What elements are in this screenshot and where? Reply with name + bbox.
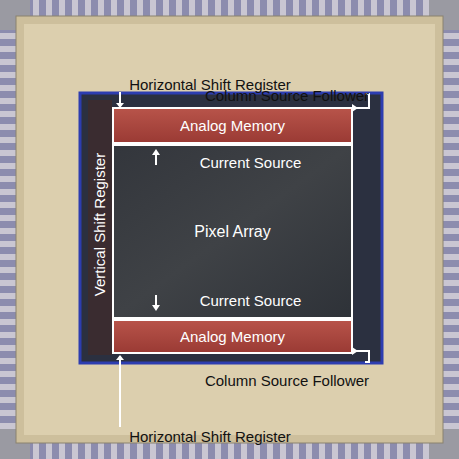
analog-memory-band: Analog Memory [113, 320, 352, 353]
block-label: Analog Memory [180, 117, 285, 134]
block-label: Current Source [200, 154, 302, 171]
block-label: Current Source [200, 292, 302, 309]
block-label: Pixel Array [194, 223, 270, 241]
part-label: Horizontal Shift Register [129, 428, 291, 445]
pixel-array-box: Current SourcePixel ArrayCurrent Source [113, 145, 352, 318]
analog-memory-band: Analog Memory [113, 108, 352, 143]
block-label: Analog Memory [180, 328, 285, 345]
part-label: Column Source Follower [205, 372, 369, 389]
vertical-part-label: Vertical Shift Register [92, 152, 109, 295]
part-label: Column Source Follower [205, 87, 369, 104]
